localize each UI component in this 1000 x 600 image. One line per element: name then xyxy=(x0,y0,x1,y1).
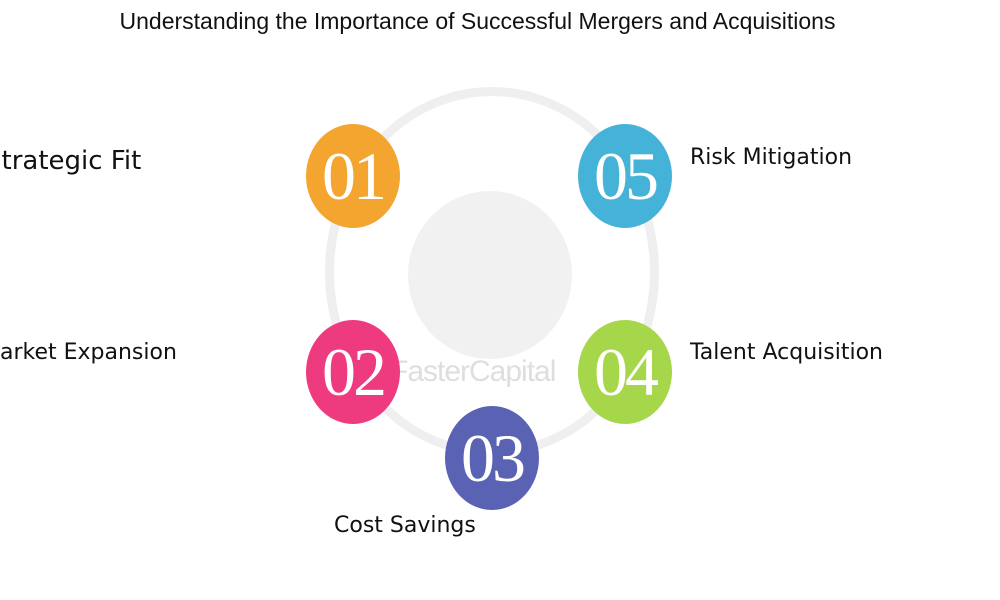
label-market-expansion: Market Expansion xyxy=(0,340,177,365)
label-talent-acquisition: Talent Acquisition xyxy=(690,340,883,365)
watermark: FasterCapital xyxy=(390,355,556,388)
step-02-circle: 02 xyxy=(306,320,400,424)
center-disc xyxy=(408,191,572,359)
label-cost-savings: Cost Savings xyxy=(334,513,476,538)
label-risk-mitigation: Risk Mitigation xyxy=(690,145,853,170)
diagram-title: Understanding the Importance of Successf… xyxy=(119,8,836,34)
step-05-circle: 05 xyxy=(578,124,672,228)
step-03-circle: 03 xyxy=(445,406,539,510)
step-01-circle: 01 xyxy=(306,124,400,228)
step-04-circle: 04 xyxy=(578,320,672,424)
label-strategic-fit: Strategic Fit xyxy=(0,146,142,176)
